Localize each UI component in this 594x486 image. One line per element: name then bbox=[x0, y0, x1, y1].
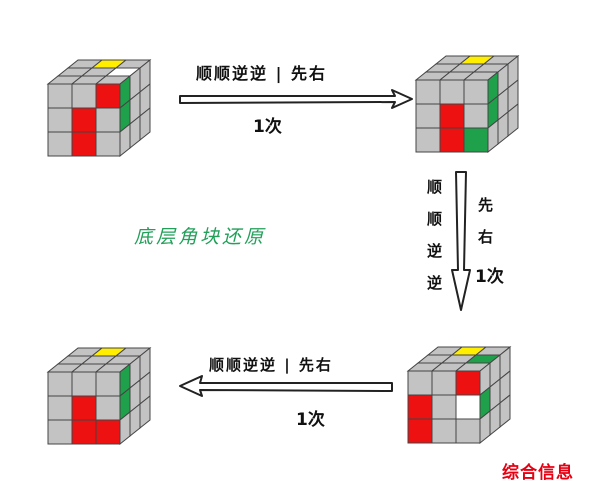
front-sticker bbox=[439, 103, 465, 129]
arrow-down bbox=[451, 171, 471, 311]
front-sticker bbox=[407, 370, 433, 396]
front-sticker bbox=[47, 395, 73, 421]
front-sticker bbox=[455, 418, 481, 444]
bottom-algorithm-label: 顺顺逆逆 | 先右 bbox=[209, 356, 333, 374]
cube-bottom-left bbox=[46, 346, 152, 446]
front-sticker bbox=[71, 419, 97, 445]
front-sticker bbox=[407, 394, 433, 420]
bottom-count-label: 1次 bbox=[296, 410, 325, 430]
front-sticker bbox=[463, 103, 489, 129]
cube-bottom-right bbox=[406, 345, 512, 445]
front-sticker bbox=[415, 127, 441, 153]
front-sticker bbox=[95, 395, 121, 421]
right-alg-char-6: 右 bbox=[478, 228, 494, 246]
front-sticker bbox=[47, 371, 73, 397]
front-sticker bbox=[47, 107, 73, 133]
right-alg-char-1: 顺 bbox=[427, 178, 443, 196]
front-sticker bbox=[71, 107, 97, 133]
right-sticker bbox=[139, 106, 151, 142]
right-count-label: 1次 bbox=[475, 267, 504, 287]
arrow-left bbox=[179, 375, 393, 397]
top-count-label: 1次 bbox=[253, 117, 282, 137]
watermark-logo: 综合信息 bbox=[502, 463, 574, 483]
right-alg-char-5: 先 bbox=[478, 196, 494, 214]
right-alg-char-2: 顺 bbox=[427, 210, 443, 228]
right-sticker bbox=[139, 394, 151, 430]
front-sticker bbox=[415, 103, 441, 129]
front-sticker bbox=[431, 418, 457, 444]
front-sticker bbox=[439, 79, 465, 105]
front-sticker bbox=[439, 127, 465, 153]
front-sticker bbox=[71, 83, 97, 109]
front-sticker bbox=[407, 418, 433, 444]
front-sticker bbox=[47, 419, 73, 445]
front-sticker bbox=[95, 419, 121, 445]
right-sticker bbox=[499, 393, 511, 429]
front-sticker bbox=[455, 370, 481, 396]
front-sticker bbox=[463, 79, 489, 105]
front-sticker bbox=[47, 131, 73, 157]
front-sticker bbox=[95, 83, 121, 109]
cube-top-right bbox=[414, 54, 520, 154]
right-alg-char-3: 逆 bbox=[427, 242, 443, 260]
top-algorithm-label: 顺顺逆逆 | 先右 bbox=[196, 64, 327, 83]
front-sticker bbox=[463, 127, 489, 153]
front-sticker bbox=[71, 395, 97, 421]
front-sticker bbox=[455, 394, 481, 420]
cube-top-left bbox=[46, 58, 152, 158]
front-sticker bbox=[47, 83, 73, 109]
front-sticker bbox=[431, 370, 457, 396]
front-sticker bbox=[71, 371, 97, 397]
right-alg-char-4: 逆 bbox=[427, 274, 443, 292]
front-sticker bbox=[95, 107, 121, 133]
diagram-title: 底层角块还原 bbox=[134, 226, 267, 248]
front-sticker bbox=[71, 131, 97, 157]
front-sticker bbox=[415, 79, 441, 105]
arrow-right bbox=[179, 89, 413, 109]
front-sticker bbox=[431, 394, 457, 420]
front-sticker bbox=[95, 131, 121, 157]
right-sticker bbox=[507, 102, 519, 138]
front-sticker bbox=[95, 371, 121, 397]
